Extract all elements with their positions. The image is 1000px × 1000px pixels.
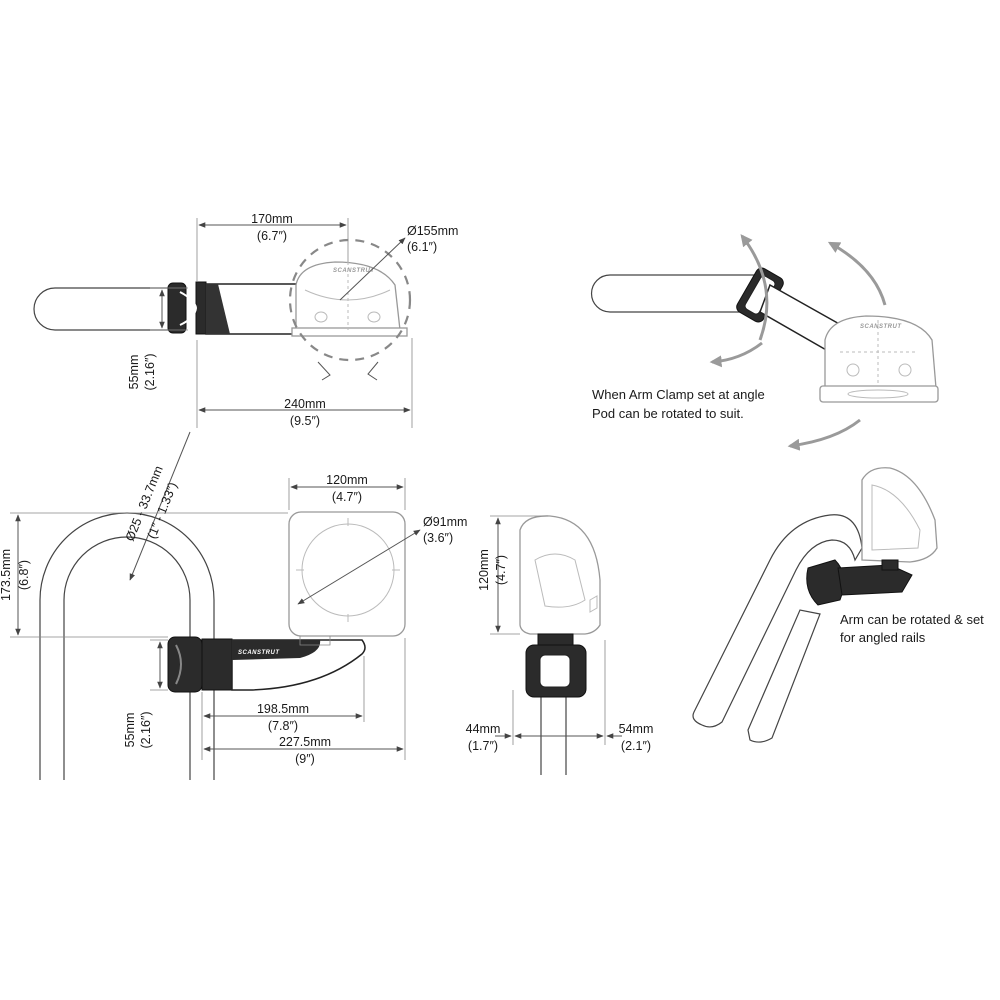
side-view: SCANSTRUT Ø25 - 33.7mm (1″ - 1.33″) 173.… bbox=[0, 431, 467, 780]
dim-55-lower-label: 55mm bbox=[123, 713, 137, 748]
rail-clamp bbox=[167, 636, 233, 693]
perspective-pod bbox=[861, 467, 938, 563]
svg-text:SCANSTRUT: SCANSTRUT bbox=[333, 268, 375, 274]
pod-angled: SCANSTRUT bbox=[819, 315, 939, 403]
dim-170-inch: (6.7″) bbox=[257, 229, 287, 243]
rotate-arrow-down-left bbox=[709, 341, 763, 368]
perspective-view: Arm can be rotated & set for angled rail… bbox=[692, 467, 984, 743]
dim-198-label: 198.5mm bbox=[257, 702, 309, 716]
dim-227-inch: (9″) bbox=[295, 752, 315, 766]
dim-line-91 bbox=[297, 529, 421, 605]
dim-173-label: 173.5mm bbox=[0, 549, 13, 601]
perspective-rail bbox=[692, 514, 863, 728]
rotation-circle bbox=[288, 238, 412, 362]
dim-55-top-label: 55mm bbox=[127, 355, 141, 390]
rotate-arrow-left bbox=[317, 361, 331, 381]
dim-120v-inch: (4.7″) bbox=[494, 555, 508, 585]
dim-44-inch: (1.7″) bbox=[468, 739, 498, 753]
u-rail bbox=[39, 512, 215, 645]
rotate-note-line2: for angled rails bbox=[840, 630, 926, 645]
dim-227-label: 227.5mm bbox=[279, 735, 331, 749]
dim-55-lower-inch: (2.16″) bbox=[139, 711, 153, 748]
dim-120h-inch: (4.7″) bbox=[332, 490, 362, 504]
dim-173-inch: (6.8″) bbox=[17, 560, 31, 590]
dim-170-label: 170mm bbox=[251, 212, 293, 226]
arm-clamp bbox=[167, 281, 207, 335]
dim-155-label: Ø155mm bbox=[407, 224, 458, 238]
dim-91-label: Ø91mm bbox=[423, 515, 467, 529]
dim-120v-label: 120mm bbox=[477, 549, 491, 591]
rotate-arrow-bottom bbox=[787, 418, 861, 451]
top-left-view: SCANSTRUT 170mm (6.7″) Ø155mm (6.1″) 55m… bbox=[33, 212, 458, 428]
rotate-arrow-right bbox=[367, 361, 379, 381]
dim-line-rail-diameter bbox=[129, 431, 191, 581]
dim-240-inch: (9.5″) bbox=[290, 414, 320, 428]
dim-54-label: 54mm bbox=[619, 722, 654, 736]
pod-square bbox=[288, 511, 406, 646]
dim-240-label: 240mm bbox=[284, 397, 326, 411]
dim-120h-label: 120mm bbox=[326, 473, 368, 487]
dim-91-inch: (3.6″) bbox=[423, 531, 453, 545]
dim-155-inch: (6.1″) bbox=[407, 240, 437, 254]
angle-note-line1: When Arm Clamp set at angle bbox=[592, 387, 765, 402]
brand-logo: SCANSTRUT bbox=[238, 650, 280, 656]
dim-line-155 bbox=[339, 237, 406, 301]
angle-note-line2: Pod can be rotated to suit. bbox=[592, 406, 744, 421]
rail-tube bbox=[33, 287, 181, 331]
dim-55-top-inch: (2.16″) bbox=[143, 353, 157, 390]
dim-198-inch: (7.8″) bbox=[268, 719, 298, 733]
front-clamp bbox=[525, 633, 587, 698]
pod-top-view: SCANSTRUT bbox=[291, 261, 408, 337]
dim-44-label: 44mm bbox=[466, 722, 501, 736]
svg-text:SCANSTRUT: SCANSTRUT bbox=[860, 324, 902, 330]
dim-54-inch: (2.1″) bbox=[621, 739, 651, 753]
rotate-note-line1: Arm can be rotated & set bbox=[840, 612, 984, 627]
rail-tube-angled bbox=[590, 274, 756, 313]
top-right-view: SCANSTRUT When Arm Clamp set at angle Po… bbox=[590, 234, 939, 451]
pod-side bbox=[519, 515, 601, 635]
rotate-arrow-up-left bbox=[740, 234, 769, 341]
perspective-clamp bbox=[806, 559, 913, 606]
rotate-arrow-top-right bbox=[827, 241, 887, 306]
front-view: 120mm (4.7″) 44mm (1.7″) 54mm (2.1″) bbox=[466, 515, 654, 775]
